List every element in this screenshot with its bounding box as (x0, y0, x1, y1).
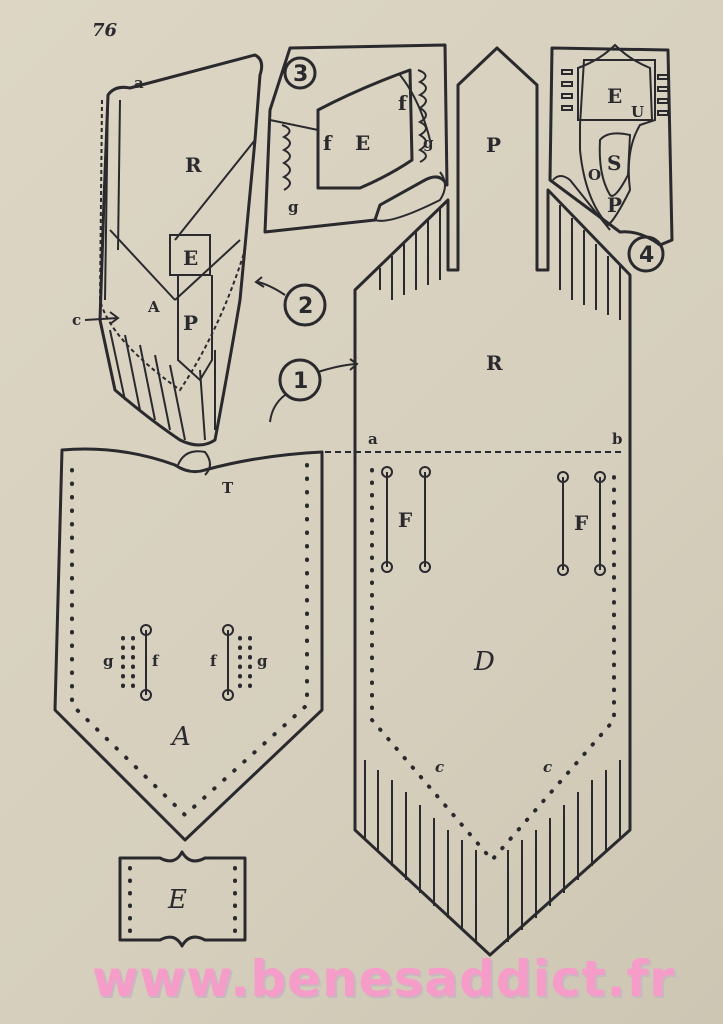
piece-E: E (118, 850, 247, 948)
label-a-fig2: a (134, 74, 144, 92)
label-A-fig2: A (147, 298, 160, 316)
slot-F-left: F (381, 466, 431, 573)
label-E-fig3: E (355, 131, 370, 155)
svg-text:1: 1 (293, 369, 308, 394)
label-T: T (222, 479, 234, 497)
figure-number-1: 1 (269, 358, 359, 423)
label-E-fig4: E (607, 84, 622, 108)
label-c-fig2: c (72, 311, 81, 329)
label-f-fig3-right: f (398, 91, 408, 115)
label-g-fig3-right: g (423, 134, 434, 152)
svg-text:2: 2 (298, 294, 313, 319)
svg-text:F: F (398, 508, 412, 532)
label-c-fig1-right: c (543, 758, 552, 776)
figure-number-4: 4 (639, 243, 654, 268)
figure-4-detail: E U S O P 4 (548, 43, 674, 273)
figure-3-detail: 3 E f f g g (263, 43, 449, 234)
label-E-piece: E (167, 885, 187, 915)
label-f-a-left: f (152, 652, 160, 670)
label-A: A (170, 722, 191, 752)
label-U-fig4: U (631, 103, 644, 121)
label-P-fig1: P (486, 133, 501, 157)
figure-1-main-pattern: a b P R D F F c c (325, 46, 632, 957)
figure-number-2: 2 (254, 276, 327, 327)
label-D-fig1: D (473, 647, 495, 677)
label-b-fig1: b (612, 430, 623, 448)
figure-2-purse: R E P A a c (72, 53, 264, 447)
label-f-fig3-left: f (323, 131, 333, 155)
label-P-fig4: P (607, 193, 622, 217)
stitch-holes-a (70, 463, 309, 818)
label-g-a-right: g (257, 652, 268, 670)
label-c-fig1-left: c (435, 758, 444, 776)
label-g-a-left: g (103, 652, 114, 670)
label-g-fig3-left: g (288, 198, 299, 216)
page-number: 76 (92, 20, 118, 41)
label-a-fig1: a (368, 430, 378, 448)
label-E-fig2: E (183, 246, 198, 270)
watermark: www.benesaddict.fr (92, 950, 675, 1008)
label-R-fig2: R (185, 153, 202, 177)
svg-text:F: F (574, 511, 588, 535)
figure-number-3: 3 (293, 62, 308, 87)
label-O-fig4: O (588, 166, 601, 184)
slot-F-right: F (557, 471, 606, 576)
piece-A: T g f f g A (53, 447, 324, 842)
label-S-fig4: S (607, 151, 621, 175)
label-f-a-right: f (210, 652, 218, 670)
label-R-fig1: R (486, 351, 503, 375)
label-P-fig2: P (183, 311, 198, 335)
